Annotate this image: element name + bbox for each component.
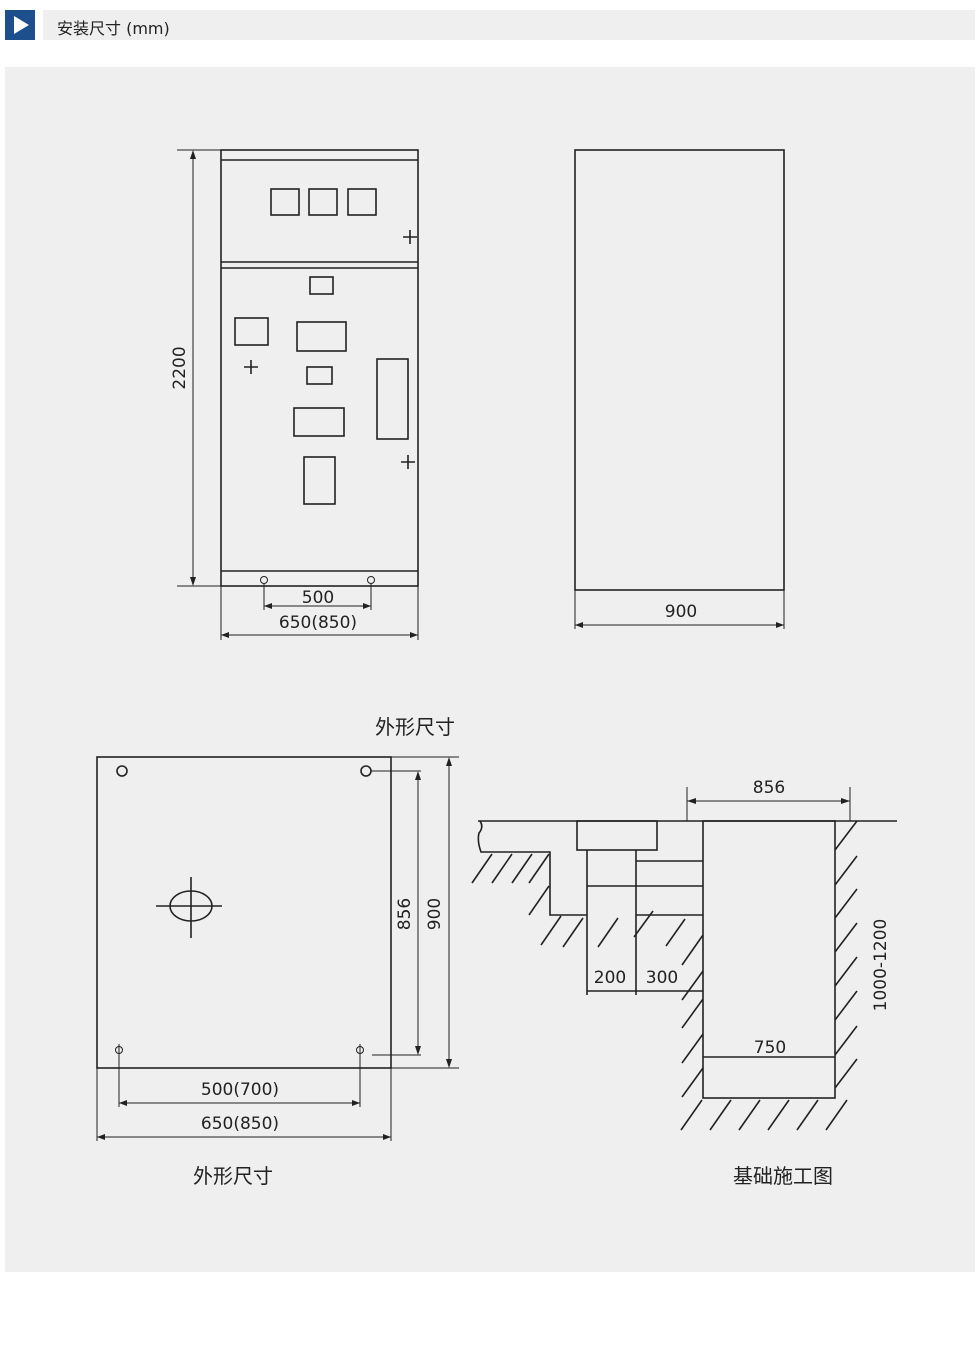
side-depth-dim: 900 xyxy=(665,602,697,622)
ground-hatching xyxy=(471,820,858,1131)
foundation-depth-dim: 1000-1200 xyxy=(871,919,891,1012)
bottom-width-dim: 650(850) xyxy=(201,1114,279,1134)
outline-label-bottom: 外形尺寸 xyxy=(193,1164,273,1188)
foundation-step1-dim: 200 xyxy=(594,968,626,988)
front-width-dim: 650(850) xyxy=(279,613,357,633)
front-hole-spacing-dim: 500 xyxy=(302,588,334,608)
front-view: 2200 500 650(850) xyxy=(170,149,419,640)
bottom-depth-dim: 900 xyxy=(425,898,445,930)
foundation-top-width-dim: 856 xyxy=(753,778,785,798)
side-view: 900 xyxy=(574,149,785,629)
foundation-bottom-width-dim: 750 xyxy=(754,1038,786,1058)
front-height-dim: 2200 xyxy=(170,346,190,389)
section-header: 安装尺寸 (mm) xyxy=(43,10,975,40)
foundation-step2-dim: 300 xyxy=(646,968,678,988)
foundation-drawing: 856 200 300 750 1000-1200 基础施工图 xyxy=(471,778,897,1188)
bottom-hole-spacing-dim: 500(700) xyxy=(201,1080,279,1100)
bottom-hole-depth-dim: 856 xyxy=(395,898,415,930)
outline-label-top: 外形尺寸 xyxy=(375,715,455,739)
foundation-label: 基础施工图 xyxy=(733,1164,833,1188)
bottom-view: 856 900 500(700) 650(850) 外形尺寸 xyxy=(96,756,459,1188)
drawing-panel xyxy=(5,67,975,1272)
play-icon xyxy=(5,10,35,40)
section-title: 安装尺寸 (mm) xyxy=(57,19,170,38)
